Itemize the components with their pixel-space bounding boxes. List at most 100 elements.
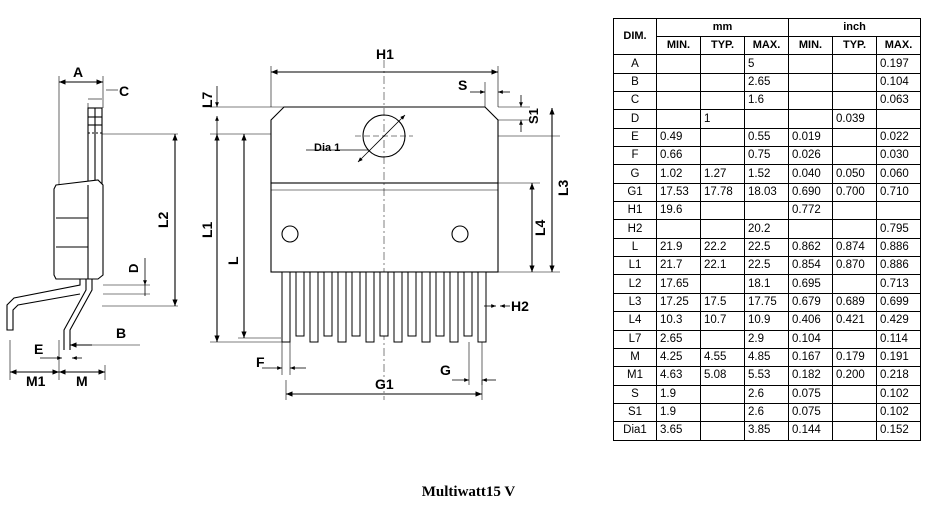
- dim-value: [700, 146, 745, 166]
- header-dim: DIM.: [613, 17, 657, 56]
- dim-value: 0.019: [788, 127, 833, 148]
- dim-value: 0.022: [876, 127, 921, 148]
- dim-label: C: [613, 91, 657, 111]
- header-mm: mm: [656, 18, 789, 37]
- dim-value: 0.772: [788, 201, 833, 221]
- dim-value: [788, 72, 833, 93]
- pin: [463, 271, 473, 337]
- dim-label: B: [613, 72, 657, 93]
- dim-value: 0.114: [876, 329, 921, 349]
- dim-label: S1: [613, 402, 657, 423]
- dim-value: [788, 109, 833, 129]
- dim-value: 0.179: [832, 347, 877, 368]
- subheader-mm-min: MIN.: [656, 35, 701, 56]
- dim-value: 5.08: [700, 366, 745, 386]
- dim-value: 0.700: [832, 182, 877, 203]
- dim-value: 0.102: [876, 384, 921, 404]
- dim-value: [788, 54, 833, 74]
- dim-value: [876, 201, 921, 221]
- front-view: [210, 60, 560, 400]
- dim-value: [656, 109, 701, 129]
- dim-label: G1: [613, 182, 657, 203]
- dim-value: 22.5: [744, 256, 789, 276]
- dim-value: 1: [700, 109, 745, 129]
- dim-value: 0.55: [744, 127, 789, 148]
- dim-value: 17.65: [656, 274, 701, 294]
- dim-value: 1.6: [744, 91, 789, 111]
- dim-value: 0.144: [788, 421, 833, 441]
- subheader-inch-typ: TYP.: [832, 35, 877, 56]
- dim-value: 0.75: [744, 146, 789, 166]
- dim-label: L3: [613, 292, 657, 313]
- pin: [379, 271, 389, 337]
- dim-value: [656, 91, 701, 111]
- pin: [365, 271, 375, 343]
- label-M1: M1: [26, 373, 46, 389]
- subheader-inch-min: MIN.: [788, 35, 833, 56]
- dim-value: 0.886: [876, 256, 921, 276]
- dim-value: 0.421: [832, 311, 877, 331]
- dim-value: 0.218: [876, 366, 921, 386]
- dim-value: 0.152: [876, 421, 921, 441]
- dim-value: 0.689: [832, 292, 877, 313]
- pin: [309, 271, 319, 343]
- dim-value: [744, 201, 789, 221]
- dim-value: 0.075: [788, 402, 833, 423]
- dim-value: [656, 72, 701, 93]
- dim-label: A: [613, 54, 657, 74]
- dim-value: [876, 109, 921, 129]
- dim-value: 3.85: [744, 421, 789, 441]
- dim-value: 0.104: [876, 72, 921, 93]
- dim-value: 22.1: [700, 256, 745, 276]
- pin: [281, 271, 291, 343]
- subheader-inch-max: MAX.: [876, 35, 921, 56]
- dim-value: 10.9: [744, 311, 789, 331]
- dim-value: 0.699: [876, 292, 921, 313]
- table-row: B 2.65 0.104: [613, 72, 921, 93]
- dim-value: 4.25: [656, 347, 701, 368]
- dim-label: H1: [613, 201, 657, 221]
- pin: [421, 271, 431, 343]
- dim-value: 0.191: [876, 347, 921, 368]
- dim-value: 19.6: [656, 201, 701, 221]
- dim-value: 2.6: [744, 402, 789, 423]
- dim-value: 0.49: [656, 127, 701, 148]
- label-Dia1: Dia 1: [314, 142, 340, 154]
- dim-value: 0.026: [788, 146, 833, 166]
- label-C: C: [119, 83, 129, 99]
- pin: [477, 271, 487, 343]
- pin-row: [281, 271, 487, 343]
- dim-value: [700, 384, 745, 404]
- dim-value: [832, 274, 877, 294]
- dim-value: [832, 329, 877, 349]
- dim-value: 0.167: [788, 347, 833, 368]
- dim-value: [832, 201, 877, 221]
- pin: [407, 271, 417, 337]
- pin: [449, 271, 459, 343]
- dim-label: F: [613, 146, 657, 166]
- label-M: M: [76, 373, 88, 389]
- dim-value: 22.5: [744, 237, 789, 258]
- label-H1: H1: [376, 46, 394, 62]
- dim-value: 0.102: [876, 402, 921, 423]
- dim-value: 0.075: [788, 384, 833, 404]
- dim-value: 2.65: [744, 72, 789, 93]
- dim-value: 0.406: [788, 311, 833, 331]
- dim-value: 1.27: [700, 164, 745, 184]
- dim-label: D: [613, 109, 657, 129]
- label-L2: L2: [155, 211, 171, 228]
- label-L1: L1: [199, 221, 215, 238]
- dim-value: [832, 384, 877, 404]
- dim-value: 21.9: [656, 237, 701, 258]
- dim-label: M: [613, 347, 657, 368]
- dim-value: 0.182: [788, 366, 833, 386]
